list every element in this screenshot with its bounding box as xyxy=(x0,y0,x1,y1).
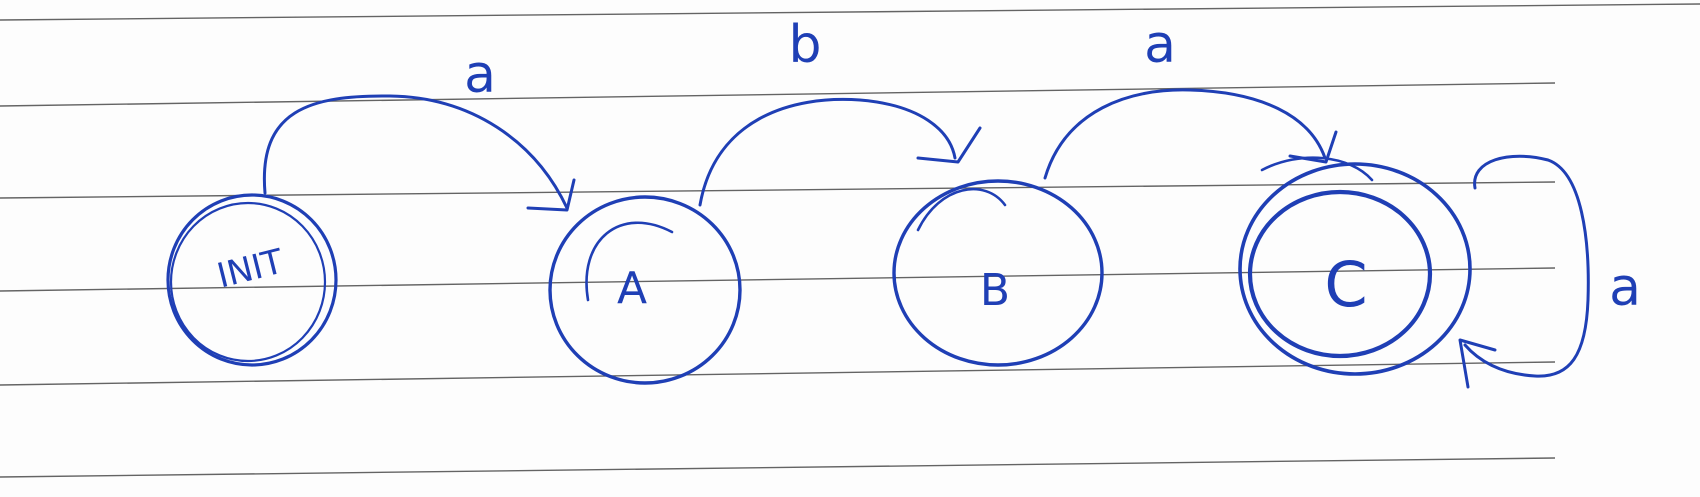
rule-line xyxy=(0,82,1556,107)
transition-b-to-c-label: a xyxy=(1144,15,1176,75)
state-c-outer-circle xyxy=(1238,162,1472,376)
transition-init-to-a-label: a xyxy=(464,45,496,105)
state-a: A xyxy=(548,195,742,385)
state-c-label: C xyxy=(1324,248,1367,321)
state-init-circle xyxy=(166,193,338,367)
state-c-pen-stroke xyxy=(1260,156,1374,182)
state-a-circle xyxy=(548,195,742,385)
transition-a-to-b-arrowhead xyxy=(916,126,982,164)
transition-c-self-loop-label: a xyxy=(1609,258,1641,318)
state-init: INIT xyxy=(166,193,338,367)
transition-b-to-c: a xyxy=(1043,15,1338,180)
state-c-inner-circle xyxy=(1247,189,1433,359)
state-b-label: B xyxy=(980,265,1010,316)
transition-init-to-a-arrowhead xyxy=(526,178,576,212)
rule-line xyxy=(0,361,1556,386)
notebook-rules xyxy=(0,3,1700,478)
transition-a-to-b: b xyxy=(698,15,982,207)
state-b-pen-stroke xyxy=(916,187,1007,232)
rule-line xyxy=(0,267,1556,292)
transition-b-to-c-arrowhead xyxy=(1288,130,1338,164)
state-c: C xyxy=(1238,156,1472,376)
state-b-circle xyxy=(892,179,1104,367)
transition-a-to-b-label: b xyxy=(788,15,821,75)
transition-c-self-loop-arc xyxy=(1463,154,1590,378)
rule-line xyxy=(0,457,1556,478)
transition-b-to-c-arc xyxy=(1043,88,1327,180)
state-init-circle-inner xyxy=(169,201,327,363)
transition-c-self-loop: a xyxy=(1458,154,1641,389)
transition-init-to-a: a xyxy=(262,45,576,212)
rule-line xyxy=(0,3,1700,21)
state-b: B xyxy=(892,179,1104,367)
state-a-pen-stroke xyxy=(585,221,674,302)
state-a-label: A xyxy=(617,263,647,314)
state-init-label: INIT xyxy=(213,242,287,297)
transition-a-to-b-arc xyxy=(698,97,957,207)
transition-init-to-a-arc xyxy=(262,94,569,210)
transition-c-self-loop-arrowhead xyxy=(1458,338,1497,389)
